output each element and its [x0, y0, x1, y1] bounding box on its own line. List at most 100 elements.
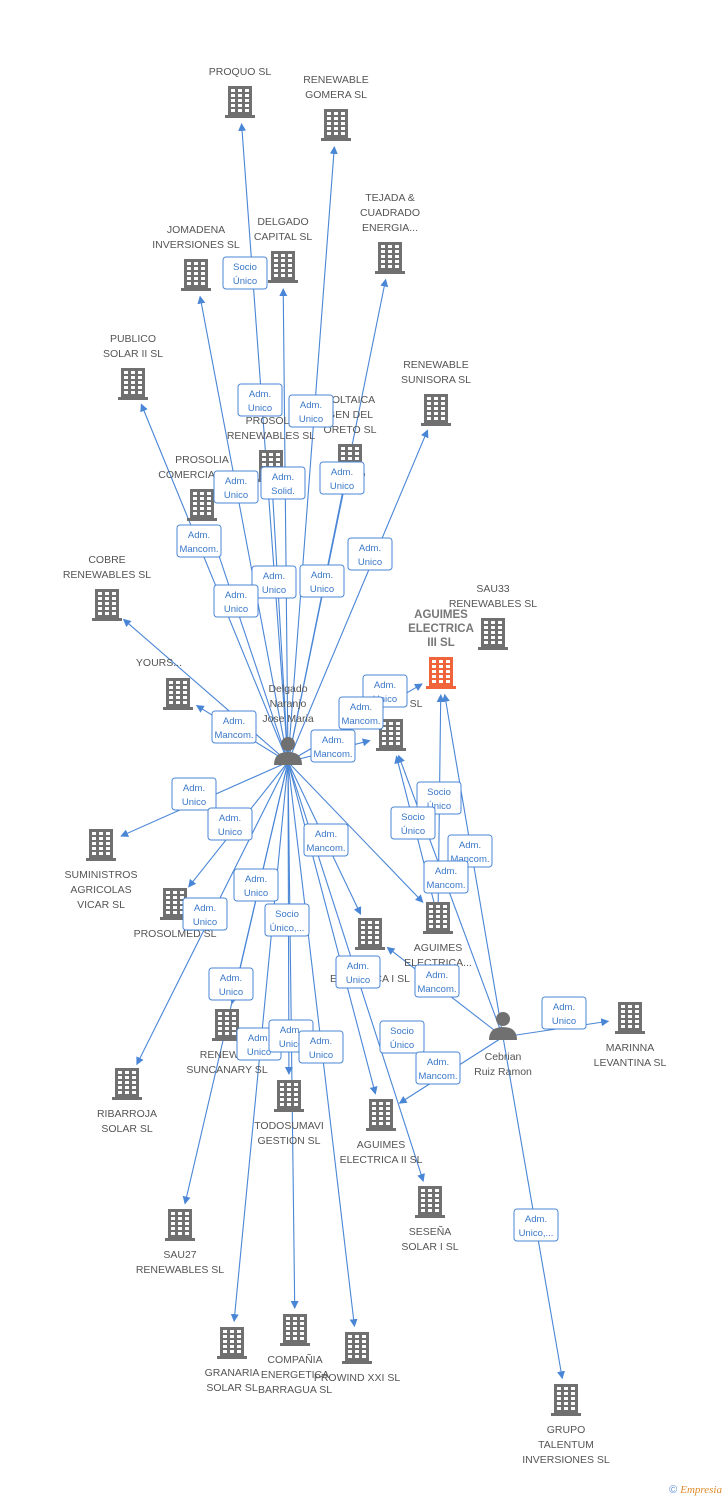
edge-label-cebrian-aguimes2[interactable]: Adm.Mancom. [415, 1051, 461, 1085]
edge-label-cebrian-talentum[interactable]: Adm.Unico,... [513, 1208, 559, 1242]
edge-label-text: Adm. [249, 389, 271, 400]
edge-label-delgado-ribarroja[interactable]: Adm.Unico [182, 897, 228, 931]
edge-label-box [171, 777, 217, 811]
edge-label-text: Adm. [350, 702, 372, 713]
edge-label-delgado-voltaica[interactable]: Adm. Unico [299, 564, 345, 598]
building-icon [163, 678, 193, 710]
edge-label-delgado-prowind[interactable]: Adm.Unico [298, 1030, 344, 1064]
edge-label-box [213, 584, 259, 618]
edge-label-text: Unico [218, 827, 242, 838]
edge-label-delgado-prosolmed[interactable]: Adm.Unico [207, 807, 253, 841]
edge-label-delgado-publico[interactable]: Adm.Mancom. [176, 524, 222, 558]
node-label: SUNISORA SL [401, 374, 471, 386]
node-prosolmed[interactable]: PROSOLMED SL [134, 888, 217, 940]
brand-logo-text: Empresia [680, 1484, 722, 1496]
footer-brand[interactable]: © Empresia [669, 1484, 722, 1496]
edge-label-cebrian-marinna[interactable]: Adm.Unico [541, 996, 587, 1030]
edge-label-text: Adm. [248, 1033, 270, 1044]
edge-label-delgado-aguimes2[interactable]: Adm.Unico [335, 955, 381, 989]
edge-label-box [379, 1020, 425, 1054]
edge-label-delgado-todosumavi[interactable]: SocioÚnico,... [264, 903, 310, 937]
edge-label-delgado-prosoliacom[interactable]: Adm.Unico [251, 565, 297, 599]
edge-delgado-proquo [238, 122, 289, 763]
edge-label-delgado-aguimeselec[interactable]: Adm.Mancom. [303, 823, 349, 857]
edge-label-delgado-suministros[interactable]: Adm.Unico [171, 777, 217, 811]
node-yours[interactable]: YOURS... [136, 657, 193, 710]
edge-label-cebrian-fvsl[interactable]: Adm.Mancom. [423, 860, 469, 894]
edge-label-delgado-sunisora[interactable]: Adm.Unico [347, 537, 393, 571]
edge-label-delgado-aguimes1[interactable]: Adm.Mancom. [310, 729, 356, 763]
edge-label-delgado-tejada[interactable]: Adm.Unico [319, 461, 365, 495]
edge-label-text: Socio [275, 909, 299, 920]
edge-label-text: Adm. [347, 961, 369, 972]
node-prowind[interactable]: PROWIND XXI SL [314, 1332, 401, 1384]
node-proquo[interactable]: PROQUO SL [209, 66, 272, 118]
edge-label-cebrian-aguimes3[interactable]: Adm.Mancom. [447, 834, 493, 868]
edge-delgado-publico [140, 403, 289, 763]
edge-label-delgado-sau27[interactable]: Adm.Unico [208, 967, 254, 1001]
node-label: SUNCANARY SL [186, 1064, 267, 1076]
node-label: Jose Maria [262, 713, 314, 725]
edge-delgado-jomadena [197, 295, 289, 763]
edge-label-text: Unico [247, 1047, 271, 1058]
edge-label-delgado-proquo[interactable]: Adm.Unico [237, 383, 283, 417]
edge-label-text: Adm. [374, 680, 396, 691]
edge-label-delgado-yours[interactable]: Adm.Mancom. [211, 710, 257, 744]
edge-label-cebrian-aguimes1[interactable]: Adm.Mancom. [414, 964, 460, 998]
edge-label-delgado-suncanary[interactable]: Adm.Unico [233, 868, 279, 902]
edge-label-box [222, 256, 268, 290]
building-icon [376, 719, 406, 751]
building-icon [212, 1009, 242, 1041]
edge-label-text: Adm. [245, 874, 267, 885]
edge-label-box [335, 955, 381, 989]
edge-label-delgado-fvsl[interactable]: Adm.Mancom. [338, 696, 384, 730]
edge-label-delgado-prosolren[interactable]: Adm.Solid. [260, 466, 306, 500]
edge-delgado-delgadocap [279, 287, 289, 763]
node-aguimeselec[interactable]: AGUIMESELECTRICA... [404, 902, 472, 969]
node-label: RENEWABLES SL [63, 569, 151, 581]
node-label: SOLAR SL [101, 1123, 153, 1135]
building-icon [321, 109, 351, 141]
edge-label-box [303, 823, 349, 857]
edge-label-text: Unico [310, 584, 334, 595]
edge-label-text: Adm. [435, 866, 457, 877]
building-icon [112, 1068, 142, 1100]
node-label: LEVANTINA SL [594, 1057, 667, 1069]
building-icon [160, 888, 190, 920]
edge-label-text: Adm. [331, 467, 353, 478]
edge-label-text: Adm. [459, 840, 481, 851]
building-icon [551, 1384, 581, 1416]
edge-label-delgado-cobre[interactable]: Adm.Unico [213, 584, 259, 618]
edge-label-delgado-gomera[interactable]: Adm.Unico [288, 394, 334, 428]
edge-label-text: Adm. [311, 570, 333, 581]
edge-label-delgado-jomadena[interactable]: Adm.Unico [213, 470, 259, 504]
node-tejada[interactable]: TEJADA &CUADRADOENERGIA... [360, 192, 420, 274]
edge-delgado-prosolren [268, 486, 289, 763]
